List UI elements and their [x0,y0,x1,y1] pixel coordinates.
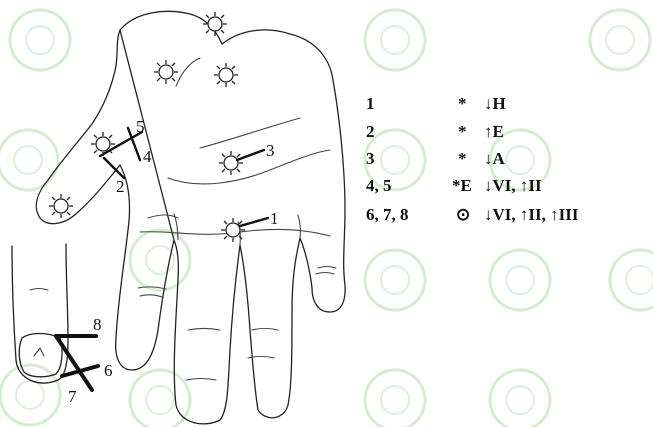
sun-point-icon [154,60,178,84]
marker-1: 1 [270,209,279,228]
marker-7: 7 [68,387,77,406]
legend-points: 3 [366,149,375,168]
legend-action: ↑E [484,122,504,141]
marker-2: 2 [116,177,125,196]
hand-outline [36,11,345,423]
legend-row: 1 * ↓H [366,94,506,113]
finger-detail [12,244,68,383]
marker-4: 4 [143,147,152,166]
sun-point-icon [221,218,245,242]
legend-action: ↓VI, ↑II, ↑III [484,205,579,224]
legend-symbol: * [458,122,467,141]
legend-symbol: * [458,149,467,168]
marker-6: 6 [104,361,113,380]
legend-row: 6, 7, 8 ⊙ ↓VI, ↑II, ↑III [366,205,579,224]
legend-points: 6, 7, 8 [366,205,409,224]
legend-action: ↓VI, ↑II [484,176,542,195]
legend-row: 4, 5 *E ↓VI, ↑II [366,176,542,195]
sun-point-icon [214,63,238,87]
legend-symbol: ⊙ [456,205,470,224]
legend-action: ↓A [484,149,506,168]
point-symbols [49,12,245,242]
marker-5: 5 [136,117,145,136]
legend-points: 4, 5 [366,176,392,195]
sun-point-icon [49,194,73,218]
sun-point-icon [203,12,227,36]
legend: 1 * ↓H 2 * ↑E 3 * ↓A 4, 5 *E ↓VI, ↑II 6,… [366,94,579,224]
legend-points: 2 [366,122,375,141]
marker-3: 3 [266,141,275,160]
legend-points: 1 [366,94,375,113]
sun-point-icon [91,132,115,156]
legend-action: ↓H [484,94,506,113]
marker-8: 8 [93,315,102,334]
legend-symbol: * [458,94,467,113]
legend-symbol: *E [452,176,472,195]
legend-row: 3 * ↓A [366,149,506,168]
sun-point-icon [219,151,243,175]
